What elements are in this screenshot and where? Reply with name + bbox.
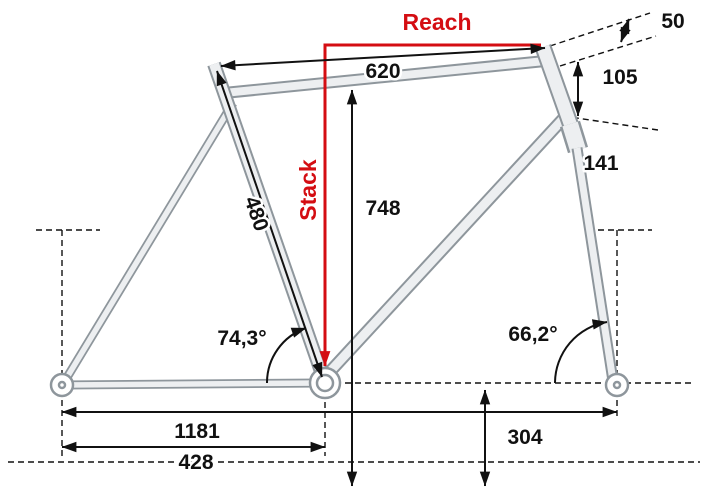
reach-stack-path <box>319 43 541 367</box>
top-tube-dimension-line <box>220 43 546 71</box>
down-tube-inner <box>321 115 567 381</box>
stem-dimension-line <box>619 18 631 43</box>
chainstay-value: 428 <box>178 451 213 474</box>
bottom-bracket-center <box>315 373 335 393</box>
stem-value: 50 <box>661 10 684 33</box>
seat-stay-inner <box>60 101 236 386</box>
wheelbase-value: 1181 <box>174 420 220 443</box>
standover-value: 748 <box>365 197 400 220</box>
head-collar-inner <box>562 121 586 153</box>
labels: Reach Stack 620 50 105 141 480 748 74,3°… <box>172 7 687 477</box>
stem-upper-line <box>549 12 651 47</box>
head-angle-arc <box>554 319 608 384</box>
head-top-value: 105 <box>602 66 637 89</box>
reach-stack-lines <box>319 43 541 367</box>
seat-angle-arc <box>265 327 307 384</box>
dimension-lines <box>61 18 631 487</box>
stack-label: Stack <box>295 159 321 221</box>
head-tube-inner <box>536 44 578 129</box>
seat-angle-value: 74,3° <box>217 327 266 350</box>
bb-height-value: 304 <box>507 426 542 449</box>
rear-axle-center <box>57 380 67 390</box>
reach-label: Reach <box>402 9 471 35</box>
front-axle-center <box>612 380 622 390</box>
top-tube-value: 620 <box>365 60 400 83</box>
head-tube-bottom-line <box>562 115 659 131</box>
seat-tube-dimension-line <box>216 70 323 378</box>
stem-lower-line <box>559 35 657 67</box>
head-tube-value: 141 <box>583 152 618 175</box>
chain-stay-inner <box>62 380 323 388</box>
head-angle-value: 66,2° <box>508 323 557 346</box>
fork-inner <box>573 147 617 382</box>
